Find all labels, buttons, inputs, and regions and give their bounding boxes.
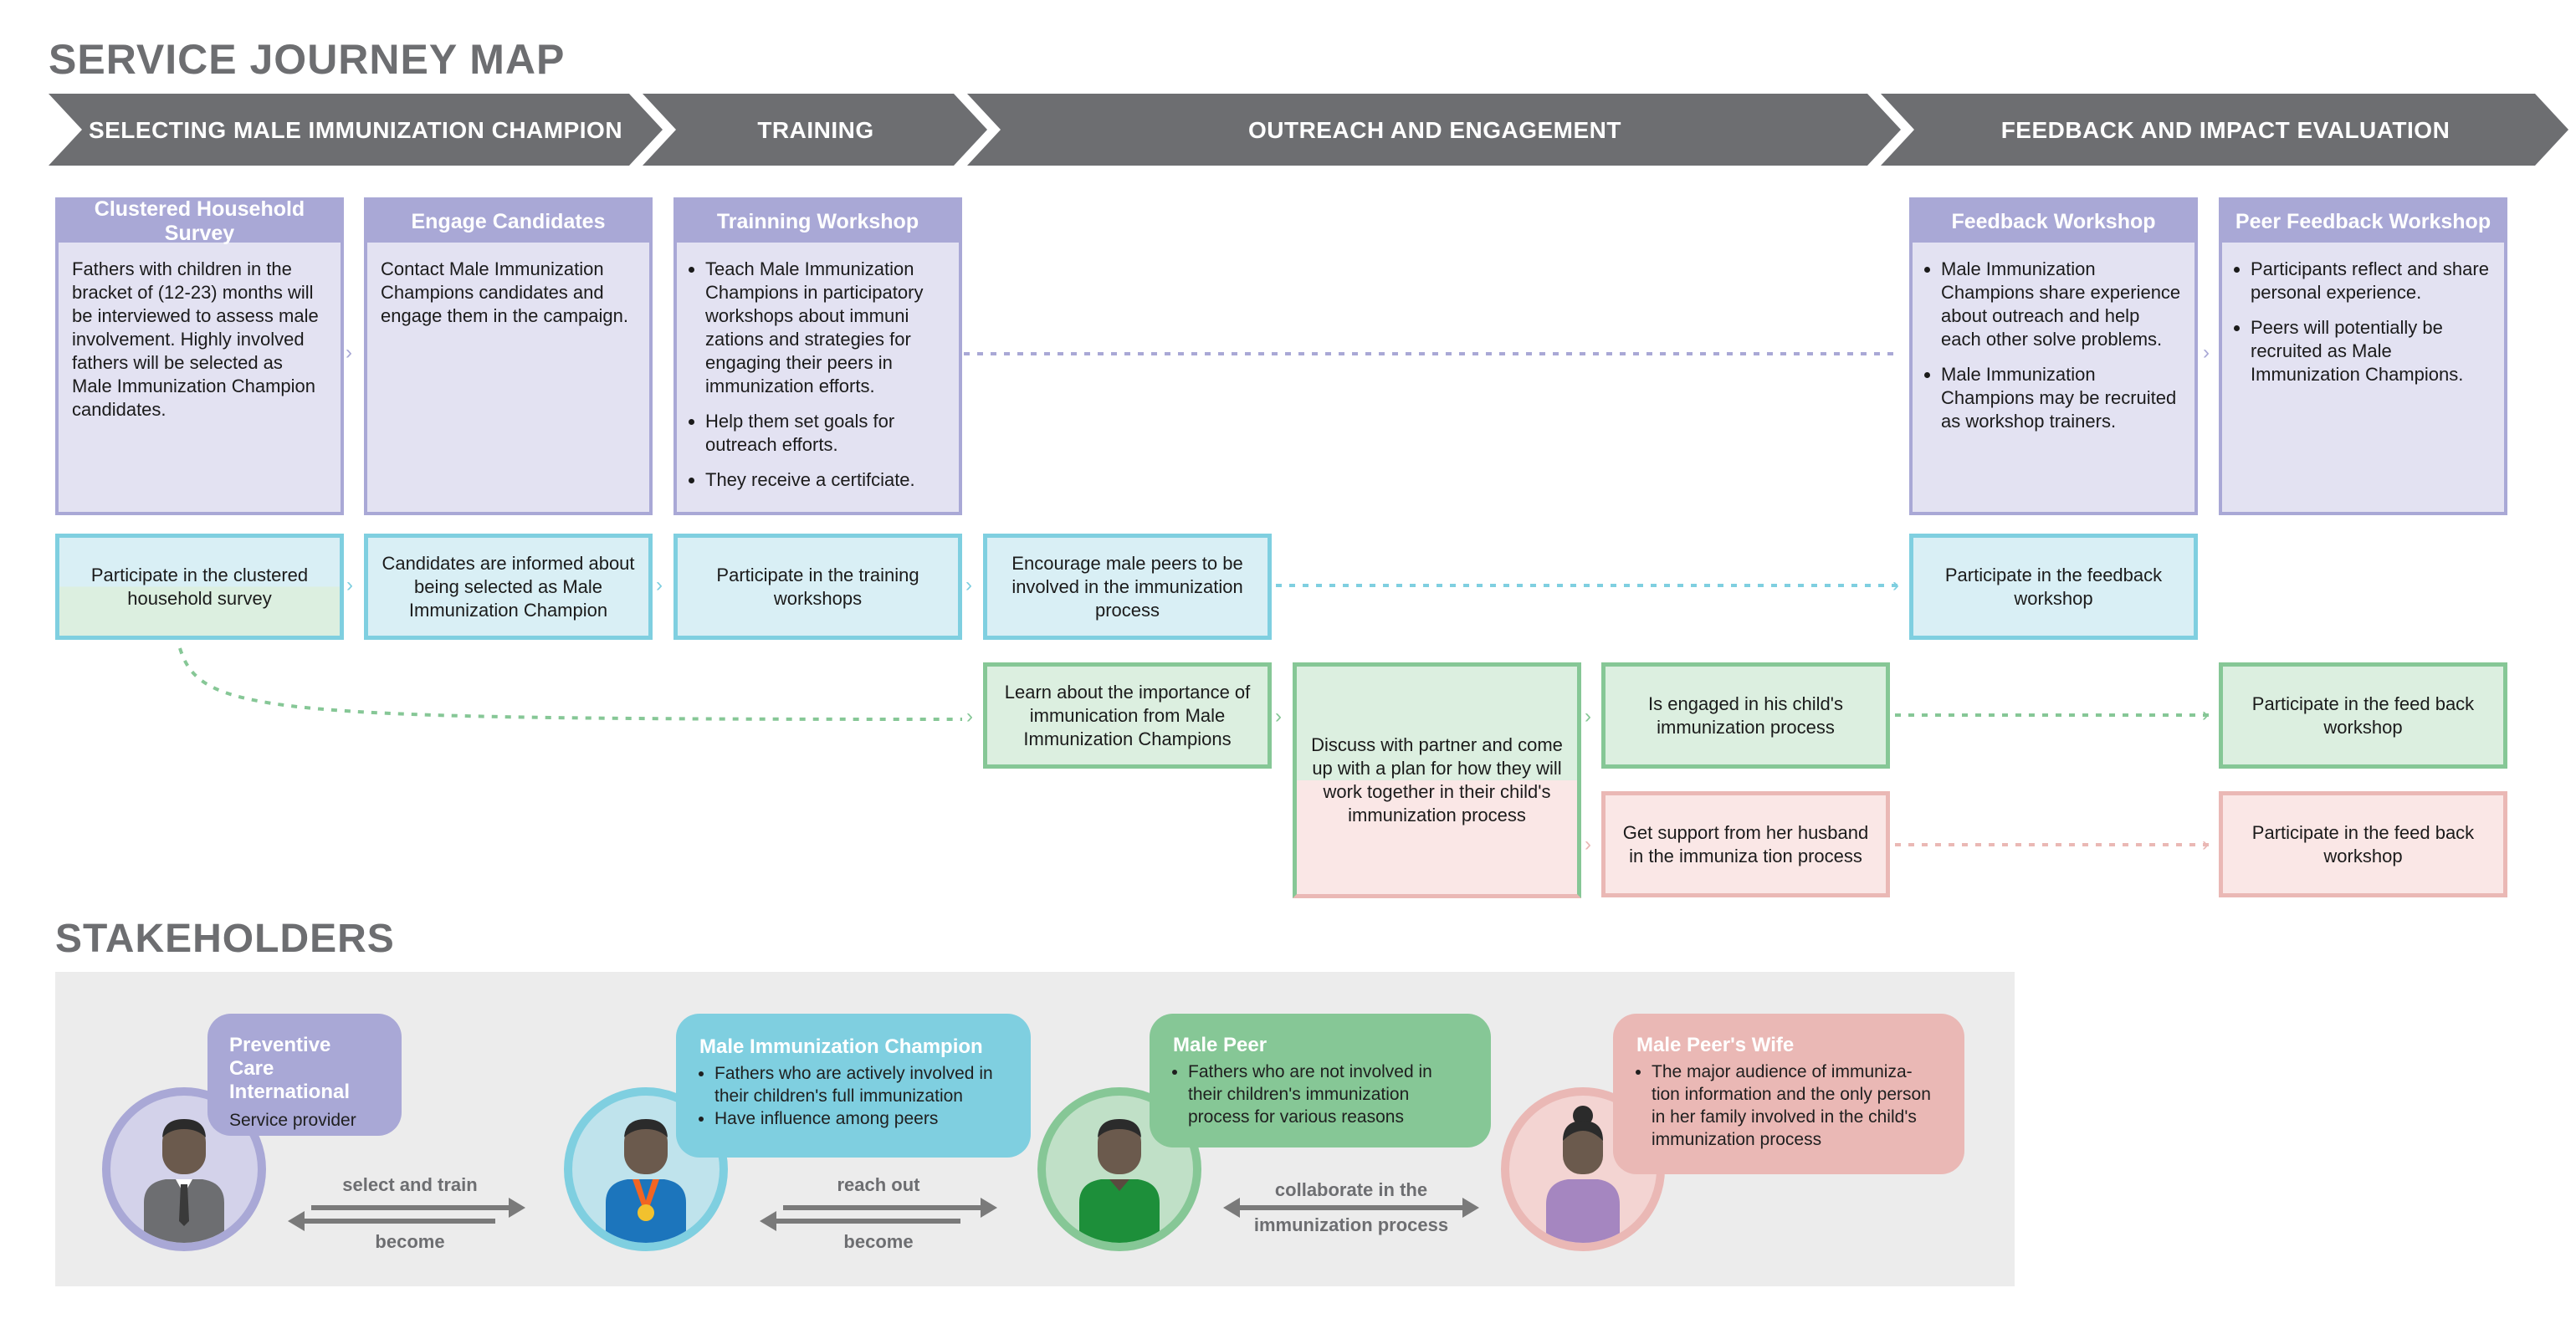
double-arrow-icon bbox=[1223, 1198, 1479, 1218]
card-body: Contact Male Immunization Champions cand… bbox=[381, 258, 628, 326]
relation-champion-top: reach out bbox=[837, 1174, 920, 1195]
card-bullet: They receive a certifciate. bbox=[705, 468, 945, 492]
stakeholder-wife: Male Peer's Wife The major audience of i… bbox=[1613, 1014, 1964, 1174]
chevron-right-icon: › bbox=[966, 705, 973, 728]
stakeholder-desc: The major audience of immuniza- tion inf… bbox=[1636, 1061, 1941, 1151]
card-title: Feedback Workshop bbox=[1913, 201, 2194, 243]
double-arrow-icon bbox=[760, 1198, 997, 1231]
stakeholder-bullet: Fathers who are actively involved in the… bbox=[714, 1062, 1007, 1107]
chevron-right-icon: › bbox=[656, 574, 663, 596]
card-title: Trainning Workshop bbox=[677, 201, 959, 243]
stakeholder-bullet: The major audience of immuniza- tion inf… bbox=[1652, 1061, 1941, 1151]
chevron-right-icon: › bbox=[1585, 833, 1591, 856]
relation-peer-bottom: immunization process bbox=[1253, 1214, 1449, 1235]
provider-card-training: Trainning Workshop Teach Male Immunizati… bbox=[673, 197, 962, 515]
stakeholder-desc: Fathers who are actively involved in the… bbox=[699, 1062, 1007, 1130]
stakeholder-bullet: Fathers who are not involved in their ch… bbox=[1188, 1061, 1467, 1128]
champion-step-survey: Participate in the clustered household s… bbox=[55, 534, 344, 640]
card-title: Peer Feedback Workshop bbox=[2222, 201, 2504, 243]
card-body: Teach Male Immunization Champions in par… bbox=[677, 243, 959, 492]
chevron-right-icon: › bbox=[346, 574, 353, 596]
step-text: Get support from her husband in the immu… bbox=[1622, 821, 1869, 866]
page-title: SERVICE JOURNEY MAP bbox=[49, 36, 566, 83]
peer-step-engaged: Is engaged in his child's immunization p… bbox=[1601, 662, 1890, 769]
step-text: Encourage male peers to be involved in t… bbox=[1011, 552, 1243, 621]
card-body: Male Immunization Champions share experi… bbox=[1913, 243, 2194, 433]
wife-step-support: Get support from her husband in the immu… bbox=[1601, 791, 1890, 897]
phase-outreach: OUTREACH AND ENGAGEMENT bbox=[1247, 117, 1622, 143]
woman-icon bbox=[1546, 1106, 1620, 1243]
chevron-right-icon: › bbox=[2203, 341, 2210, 364]
step-text: Participate in the feedback workshop bbox=[1944, 564, 2163, 609]
person-medal-icon bbox=[606, 1119, 686, 1243]
step-text: Discuss with partner and come up with a … bbox=[1311, 734, 1563, 825]
chevron-right-icon: › bbox=[2202, 703, 2209, 726]
phase-bar bbox=[49, 94, 2568, 166]
card-bullet: Male Immunization Champions may be recru… bbox=[1941, 363, 2181, 433]
peer-step-feedback: Participate in the feed back workshop bbox=[2219, 662, 2507, 769]
step-text: Learn about the importance of immunicati… bbox=[1004, 681, 1251, 749]
card-body: Participants reflect and share personal … bbox=[2222, 243, 2504, 386]
stakeholder-provider: Preventive Care International Service pr… bbox=[207, 1014, 402, 1136]
chevron-right-icon: › bbox=[1585, 705, 1591, 728]
step-text: Participate in the clustered household s… bbox=[90, 564, 309, 609]
relation-provider-top: select and train bbox=[342, 1174, 478, 1195]
card-body: Fathers with children in the bracket of … bbox=[72, 258, 319, 420]
peer-step-discuss: Discuss with partner and come up with a … bbox=[1293, 662, 1581, 898]
champion-step-informed: Candidates are informed about being sele… bbox=[364, 534, 653, 640]
stakeholder-desc: Fathers who are not involved in their ch… bbox=[1173, 1061, 1467, 1128]
chevron-right-icon: › bbox=[965, 574, 972, 596]
avatar-champion bbox=[564, 1087, 728, 1251]
card-bullet: Male Immunization Champions share experi… bbox=[1941, 258, 2181, 351]
card-title: Clustered Household Survey bbox=[59, 197, 341, 245]
provider-card-peer-feedback: Peer Feedback Workshop Participants refl… bbox=[2219, 197, 2507, 515]
step-text: Candidates are informed about being sele… bbox=[382, 552, 635, 621]
stakeholder-champion: Male Immunization Champion Fathers who a… bbox=[676, 1014, 1031, 1158]
relation-peer-top: collaborate in the bbox=[1274, 1179, 1428, 1200]
card-title: Engage Candidates bbox=[367, 201, 649, 243]
champion-step-feedback: Participate in the feedback workshop bbox=[1909, 534, 2198, 640]
card-bullet: Peers will potentially be recruited as M… bbox=[2251, 316, 2491, 386]
step-text: Is engaged in his child's immunization p… bbox=[1648, 693, 1843, 738]
peer-step-learn: Learn about the importance of immunicati… bbox=[983, 662, 1272, 769]
phase-feedback: FEEDBACK AND IMPACT EVALUATION bbox=[2000, 117, 2451, 143]
card-bullet: Participants reflect and share personal … bbox=[2251, 258, 2491, 304]
stakeholder-peer: Male Peer Fathers who are not involved i… bbox=[1150, 1014, 1491, 1147]
relation-champion-bottom: become bbox=[843, 1231, 914, 1252]
person-suit-icon bbox=[144, 1119, 224, 1243]
avatar-provider bbox=[102, 1087, 266, 1251]
double-arrow-icon bbox=[288, 1198, 525, 1231]
stakeholder-name: Male Peer's Wife bbox=[1636, 1034, 1795, 1056]
wife-step-feedback: Participate in the feed back workshop bbox=[2219, 791, 2507, 897]
person-green-icon bbox=[1079, 1119, 1160, 1243]
step-text: Participate in the feed back workshop bbox=[2251, 693, 2475, 738]
provider-card-feedback: Feedback Workshop Male Immunization Cham… bbox=[1909, 197, 2198, 515]
provider-card-engage: Engage Candidates Contact Male Immunizat… bbox=[364, 197, 653, 515]
stakeholder-name: Preventive Care International bbox=[229, 1034, 351, 1103]
chevron-right-icon: › bbox=[346, 341, 352, 364]
card-bullet: Teach Male Immunization Champions in par… bbox=[705, 258, 945, 398]
phase-training: TRAINING bbox=[757, 117, 874, 143]
chevron-right-icon: › bbox=[1892, 574, 1899, 596]
phase-selecting: SELECTING MALE IMMUNIZATION CHAMPION bbox=[88, 117, 623, 143]
stakeholder-name: Male Peer bbox=[1173, 1034, 1268, 1056]
stakeholder-bullet: Have influence among peers bbox=[714, 1107, 1007, 1130]
relation-provider-bottom: become bbox=[375, 1231, 445, 1252]
connector-lines bbox=[178, 352, 2213, 846]
stakeholder-name: Male Immunization Champion bbox=[699, 1035, 983, 1058]
champion-step-training: Participate in the training workshops bbox=[673, 534, 962, 640]
provider-card-survey: Clustered Household Survey Fathers with … bbox=[55, 197, 344, 515]
chevron-right-icon: › bbox=[2202, 833, 2209, 856]
card-bullet: Help them set goals for outreach efforts… bbox=[705, 410, 945, 457]
stakeholder-desc: Service provider bbox=[229, 1111, 356, 1130]
chevron-right-icon: › bbox=[1275, 705, 1282, 728]
champion-step-encourage: Encourage male peers to be involved in t… bbox=[983, 534, 1272, 640]
step-text: Participate in the training workshops bbox=[716, 564, 919, 609]
step-text: Participate in the feed back workshop bbox=[2251, 821, 2475, 866]
stakeholders-title: STAKEHOLDERS bbox=[55, 917, 395, 961]
